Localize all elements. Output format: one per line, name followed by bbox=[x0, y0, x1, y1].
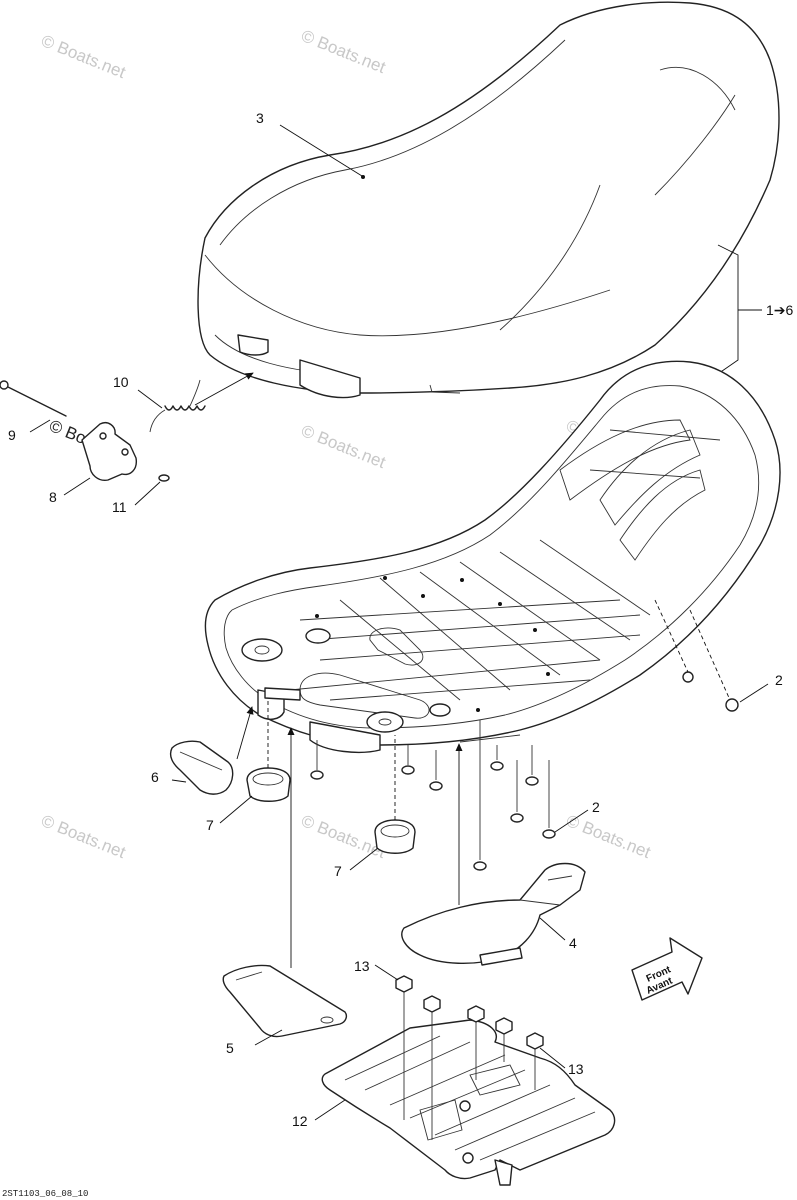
callout-7: 7 bbox=[206, 817, 214, 833]
latch-rod bbox=[0, 380, 67, 417]
nut bbox=[467, 1005, 485, 1080]
watermark: © Boats.net bbox=[299, 26, 389, 77]
callout-4: 4 bbox=[569, 935, 577, 951]
screw bbox=[510, 760, 524, 823]
heat-shield bbox=[401, 862, 586, 966]
screw bbox=[473, 720, 487, 871]
callout-5: 5 bbox=[226, 1040, 234, 1056]
callout-9: 9 bbox=[8, 427, 16, 443]
callout-8: 8 bbox=[49, 489, 57, 505]
callout-6: 6 bbox=[151, 769, 159, 785]
front-direction-arrow: Front Avant bbox=[631, 937, 703, 1001]
seat-cushion bbox=[197, 1, 780, 399]
latch-bracket bbox=[81, 422, 137, 481]
grommet bbox=[246, 767, 291, 802]
callout-1: 1➔6 bbox=[766, 302, 794, 318]
nut bbox=[495, 1017, 513, 1062]
watermark: © Boats.net bbox=[564, 811, 654, 862]
washer bbox=[158, 474, 170, 482]
screw bbox=[429, 750, 443, 791]
callout-13: 13 bbox=[568, 1061, 584, 1077]
screw bbox=[525, 745, 539, 786]
drawing-code: 2ST1103_06_08_10 bbox=[2, 1189, 88, 1199]
watermark: © Boats.net bbox=[299, 421, 389, 472]
callout-13: 13 bbox=[354, 958, 370, 974]
watermark: © Boats.net bbox=[39, 31, 129, 82]
latch-spring bbox=[149, 379, 206, 433]
watermark: © Boats.net bbox=[39, 811, 129, 862]
callout-labels: 1➔6 2 2 3 4 5 6 7 7 8 9 10 11 12 13 13 bbox=[8, 110, 794, 1129]
front-shield bbox=[222, 964, 348, 1038]
callout-2: 2 bbox=[592, 799, 600, 815]
callout-12: 12 bbox=[292, 1113, 308, 1129]
callout-3: 3 bbox=[256, 110, 264, 126]
screw bbox=[401, 745, 415, 775]
screw bbox=[310, 740, 324, 780]
skid-plate bbox=[321, 1019, 616, 1186]
callout-10: 10 bbox=[113, 374, 129, 390]
grommet bbox=[374, 819, 416, 854]
nut bbox=[423, 995, 441, 1140]
callout-7: 7 bbox=[334, 863, 342, 879]
latch-cover bbox=[169, 740, 234, 795]
leader-lines bbox=[29, 124, 769, 1121]
nut bbox=[526, 1032, 544, 1090]
assembly-bracket bbox=[711, 244, 762, 379]
screw bbox=[490, 745, 504, 771]
nut bbox=[395, 975, 413, 1120]
screw bbox=[542, 760, 556, 839]
nut-set bbox=[395, 975, 544, 1140]
screw-set bbox=[310, 720, 556, 871]
seat-base bbox=[204, 360, 781, 753]
callout-2: 2 bbox=[775, 672, 783, 688]
callout-11: 11 bbox=[112, 499, 127, 515]
